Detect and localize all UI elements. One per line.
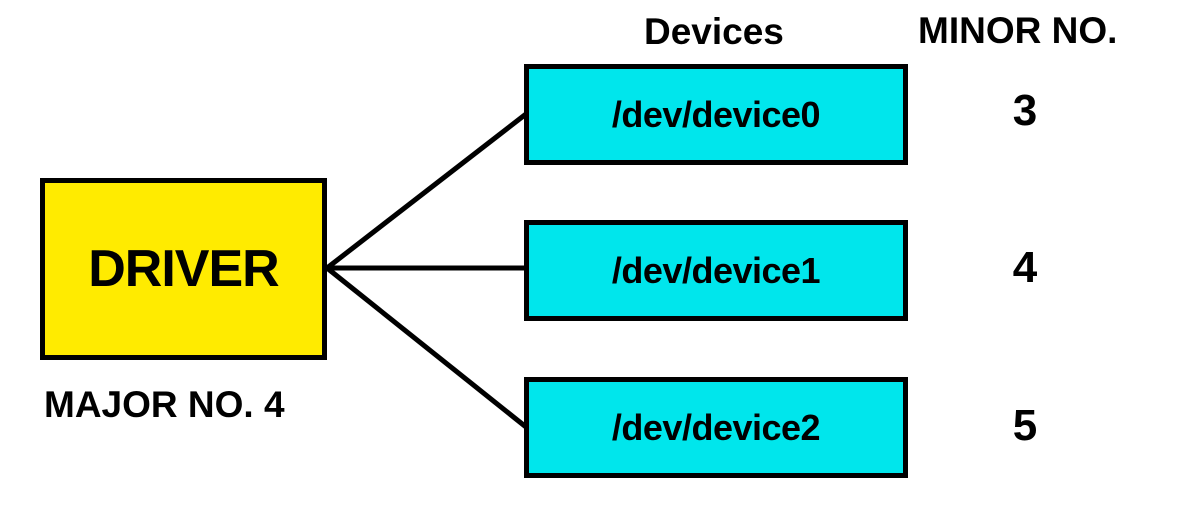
device-box-device2: /dev/device2 <box>524 377 908 478</box>
connector-driver-device0 <box>325 112 528 270</box>
device-path: /dev/device1 <box>611 249 821 291</box>
devices-header: Devices <box>644 11 784 52</box>
connector-driver-device2 <box>325 266 528 429</box>
driver-box: DRIVER <box>40 178 327 360</box>
device-path: /dev/device2 <box>611 406 821 448</box>
driver-label: DRIVER <box>88 240 279 298</box>
device-box-device1: /dev/device1 <box>524 220 908 321</box>
major-number-label: MAJOR NO. 4 <box>44 384 285 425</box>
minor-number-header: MINOR NO. <box>918 10 1118 51</box>
minor-number-device2: 5 <box>1012 401 1038 450</box>
device-box-device0: /dev/device0 <box>524 64 908 165</box>
minor-number-device1: 4 <box>1012 243 1038 292</box>
minor-number-device0: 3 <box>1012 86 1038 135</box>
device-path: /dev/device0 <box>611 93 821 135</box>
